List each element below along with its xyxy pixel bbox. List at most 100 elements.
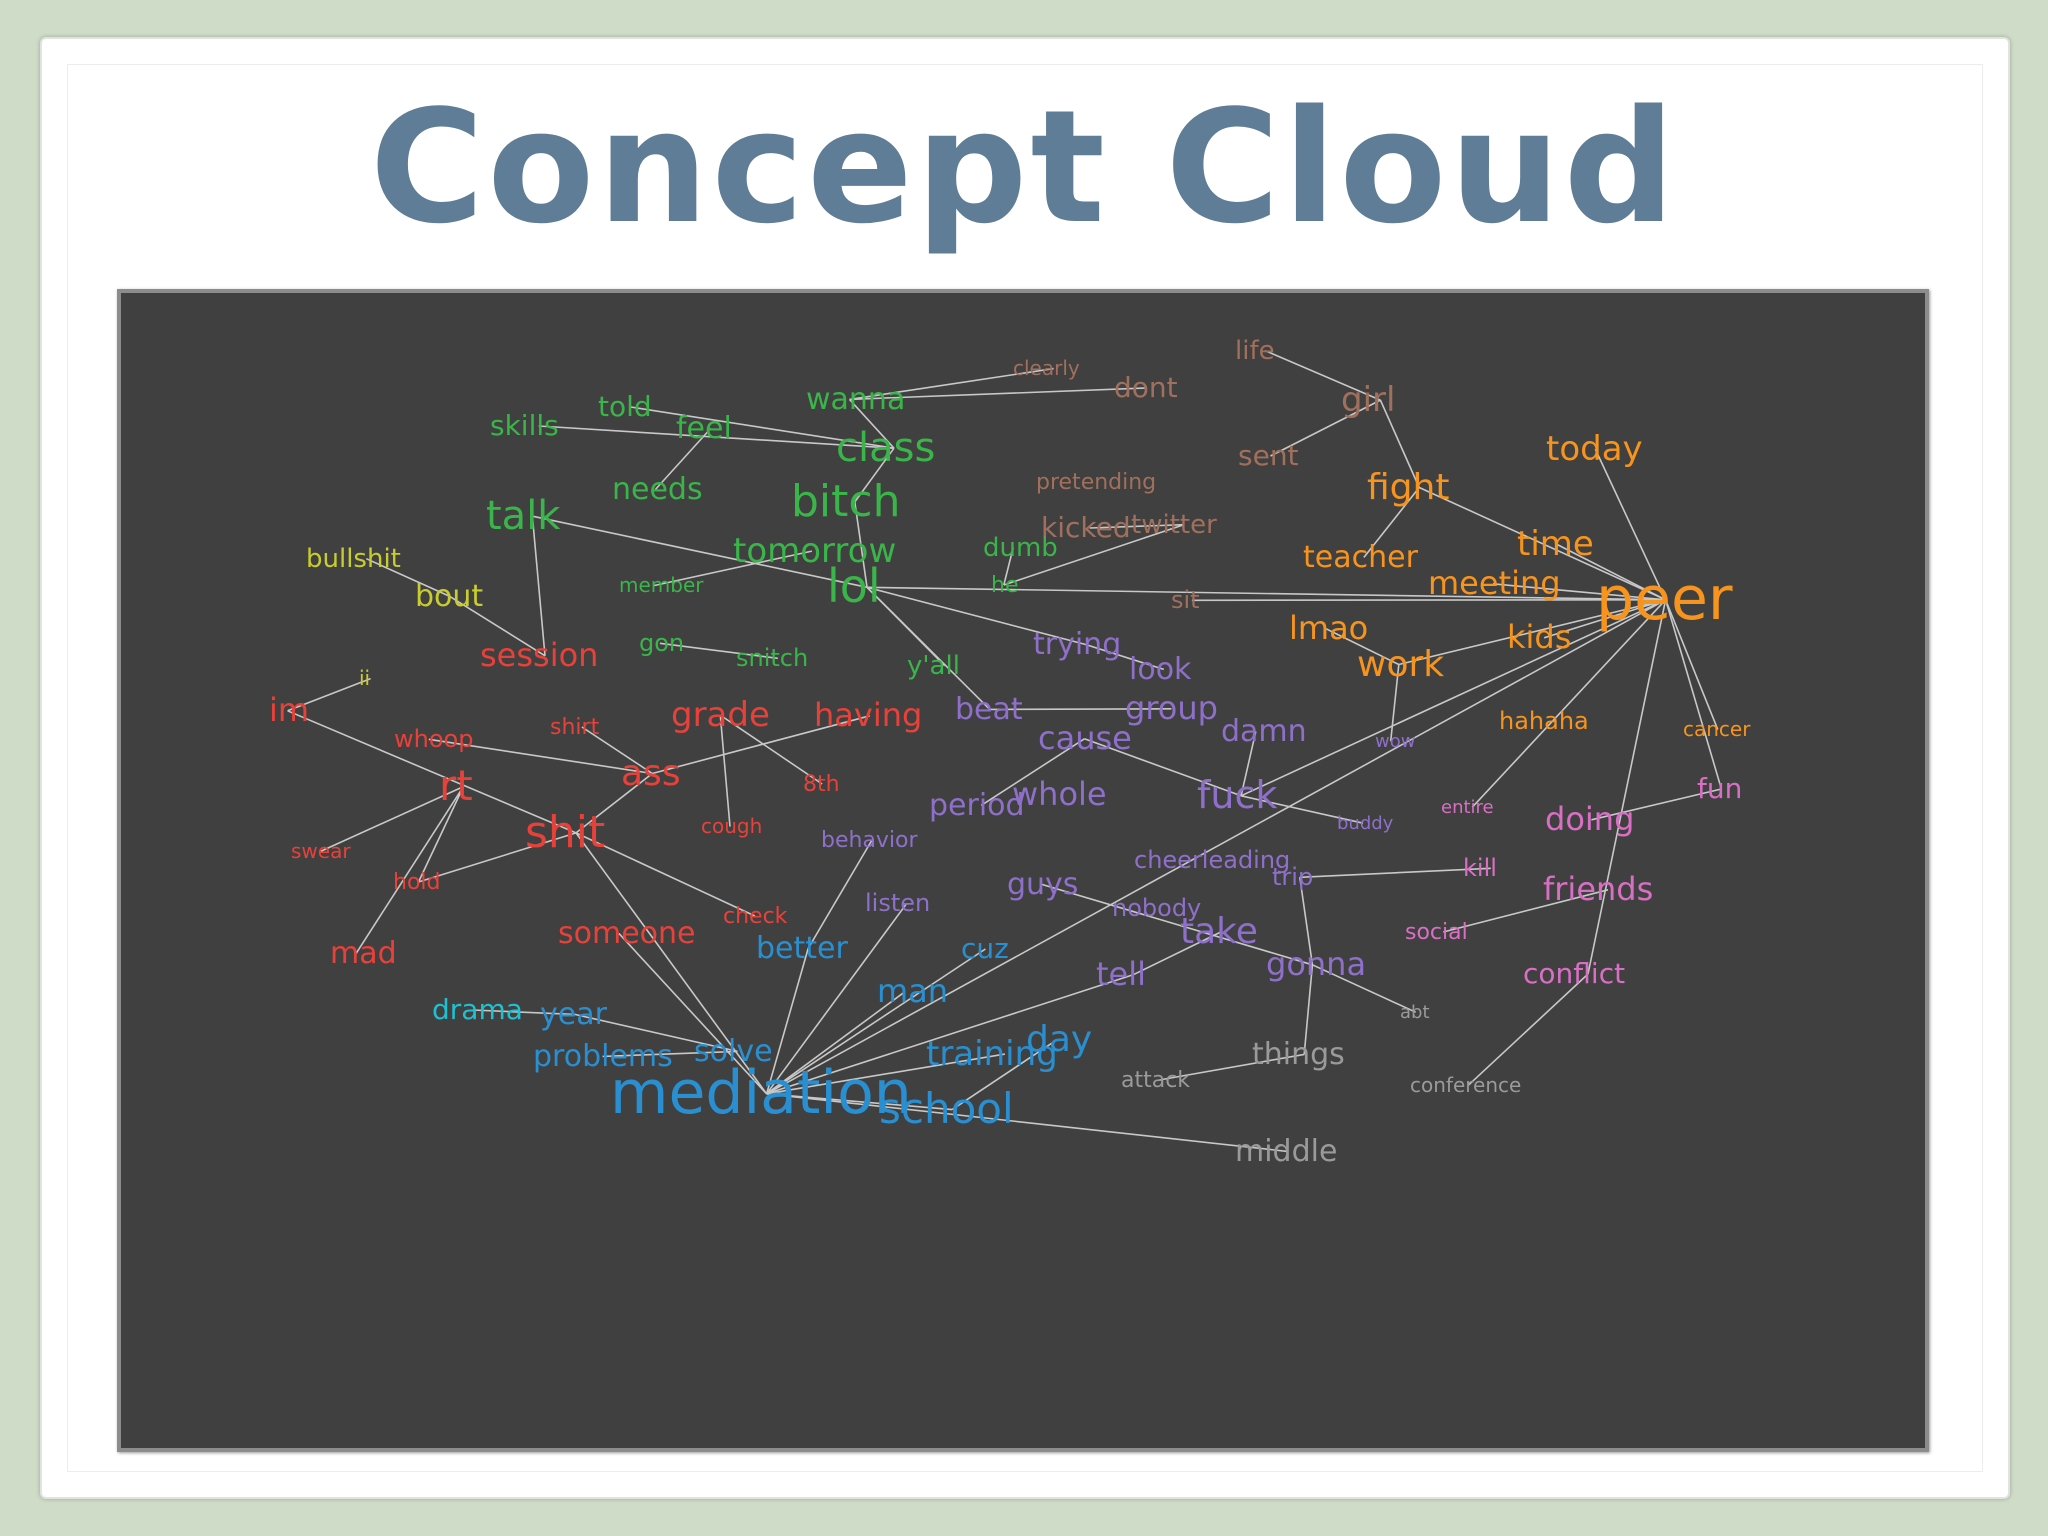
concept-word-kill: kill	[1463, 854, 1497, 882]
link-feel-needs	[654, 427, 712, 490]
concept-word-meeting: meeting	[1428, 564, 1561, 602]
concept-word-feel: feel	[676, 411, 732, 446]
link-cuz-mediation	[766, 948, 986, 1095]
concept-word-bout: bout	[415, 579, 483, 614]
link-clearly-wanna	[849, 367, 1054, 401]
concept-word-clearly: clearly	[1013, 356, 1080, 380]
concept-word-tell: tell	[1096, 955, 1146, 993]
concept-word-guys: guys	[1007, 867, 1078, 902]
link-wanna-dont	[849, 387, 1147, 401]
link-work-lmao	[1325, 628, 1400, 666]
link-peer-cancer	[1664, 599, 1719, 730]
concept-word-fun: fun	[1697, 772, 1742, 805]
concept-word-tomorrow: tomorrow	[733, 531, 896, 571]
concept-word-sit: sit	[1171, 586, 1200, 614]
link-fight-teacher	[1363, 487, 1420, 558]
concept-word-wow: wow	[1375, 731, 1415, 752]
concept-word-kicked: kicked	[1041, 511, 1131, 544]
concept-word-shit: shit	[525, 807, 605, 858]
link-im-shit	[287, 710, 577, 834]
concept-word-8th: 8th	[803, 772, 840, 797]
link-peer-entire	[1471, 599, 1667, 808]
link-grade-cough	[719, 715, 731, 827]
link-fun-doing	[1591, 788, 1722, 821]
link-mediation-middle	[766, 1093, 1288, 1153]
concept-word-mad: mad	[330, 936, 397, 971]
concept-word-nobody: nobody	[1112, 894, 1201, 922]
link-cause-period	[980, 738, 1085, 807]
link-guys-gonna	[1041, 883, 1313, 966]
concept-word-ii: ii	[359, 666, 370, 690]
concept-word-yall: y'all	[907, 651, 960, 681]
concept-word-man: man	[877, 972, 948, 1010]
link-time-peer	[1556, 543, 1666, 601]
concept-word-he: he	[991, 573, 1018, 598]
link-meeting-peer	[1492, 583, 1666, 601]
concept-word-attack: attack	[1121, 1068, 1190, 1093]
concept-word-damn: damn	[1221, 714, 1307, 749]
link-rt-hold	[417, 786, 465, 883]
link-kicked-twitter	[1089, 523, 1184, 529]
link-having-ass	[652, 715, 870, 775]
link-shirt-ass	[581, 726, 653, 775]
link-dumb-he	[1003, 547, 1014, 586]
link-ass-shit	[575, 772, 653, 834]
concept-word-solve: solve	[694, 1034, 773, 1069]
concept-word-trip: trip	[1272, 863, 1313, 891]
link-trying-look	[1084, 643, 1165, 671]
link-drama-year	[472, 1009, 575, 1016]
link-tell-mediation	[766, 974, 1134, 1095]
concept-word-trying: trying	[1033, 627, 1121, 662]
concept-word-look: look	[1129, 652, 1192, 687]
concept-word-snitch: snitch	[736, 644, 808, 672]
concept-word-friends: friends	[1543, 870, 1653, 908]
concept-word-check: check	[723, 904, 788, 929]
link-peer-conflict	[1587, 599, 1667, 975]
links-layer	[287, 349, 1723, 1153]
link-listen-mediation	[765, 902, 908, 1095]
link-trip-kill	[1299, 867, 1491, 879]
link-beat-group	[989, 707, 1172, 711]
link-sit-peer	[1191, 598, 1666, 602]
concept-word-hold: hold	[393, 870, 440, 895]
link-rt-swear	[319, 785, 464, 853]
concept-word-take: take	[1180, 911, 1258, 952]
concept-word-needs: needs	[612, 472, 703, 507]
link-fight-peer	[1418, 486, 1666, 601]
link-girl-fight	[1379, 399, 1420, 488]
concept-word-listen: listen	[865, 889, 930, 917]
concept-word-member: member	[619, 573, 704, 597]
concept-word-drama: drama	[432, 993, 523, 1026]
slide-inner-border	[67, 64, 1983, 1472]
concept-word-today: today	[1546, 429, 1643, 469]
link-lol-peer	[866, 586, 1666, 601]
link-peer-mediation	[766, 599, 1666, 1095]
link-class-bitch	[854, 447, 895, 503]
link-shit-check	[575, 832, 756, 917]
concept-word-bitch: bitch	[791, 476, 900, 527]
concept-word-class: class	[836, 425, 935, 471]
link-peer-fuck	[1240, 599, 1666, 797]
concept-word-pretending: pretending	[1036, 470, 1156, 495]
concept-word-swear: swear	[291, 839, 351, 863]
link-told-class	[630, 406, 895, 449]
link-day-school	[951, 1038, 1058, 1111]
concept-word-lmao: lmao	[1289, 609, 1368, 647]
concept-word-lol: lol	[827, 559, 881, 613]
concept-word-conflict: conflict	[1523, 957, 1625, 990]
concept-word-school: school	[879, 1084, 1014, 1133]
link-behavior-better	[807, 839, 873, 949]
link-gonna-abt	[1312, 964, 1417, 1013]
link-life-girl	[1264, 349, 1381, 401]
concept-word-cause: cause	[1038, 719, 1132, 757]
concept-word-period: period	[929, 788, 1025, 823]
link-tomorrow-member	[653, 550, 813, 587]
page-title: Concept Cloud	[369, 76, 1679, 258]
concept-word-conference: conference	[1410, 1073, 1521, 1097]
link-gonna-things	[1303, 964, 1314, 1055]
link-gon-snitch	[659, 642, 778, 660]
concept-word-training: training	[926, 1034, 1058, 1074]
link-problems-solve	[602, 1050, 738, 1058]
link-whoop-ass	[428, 738, 653, 775]
